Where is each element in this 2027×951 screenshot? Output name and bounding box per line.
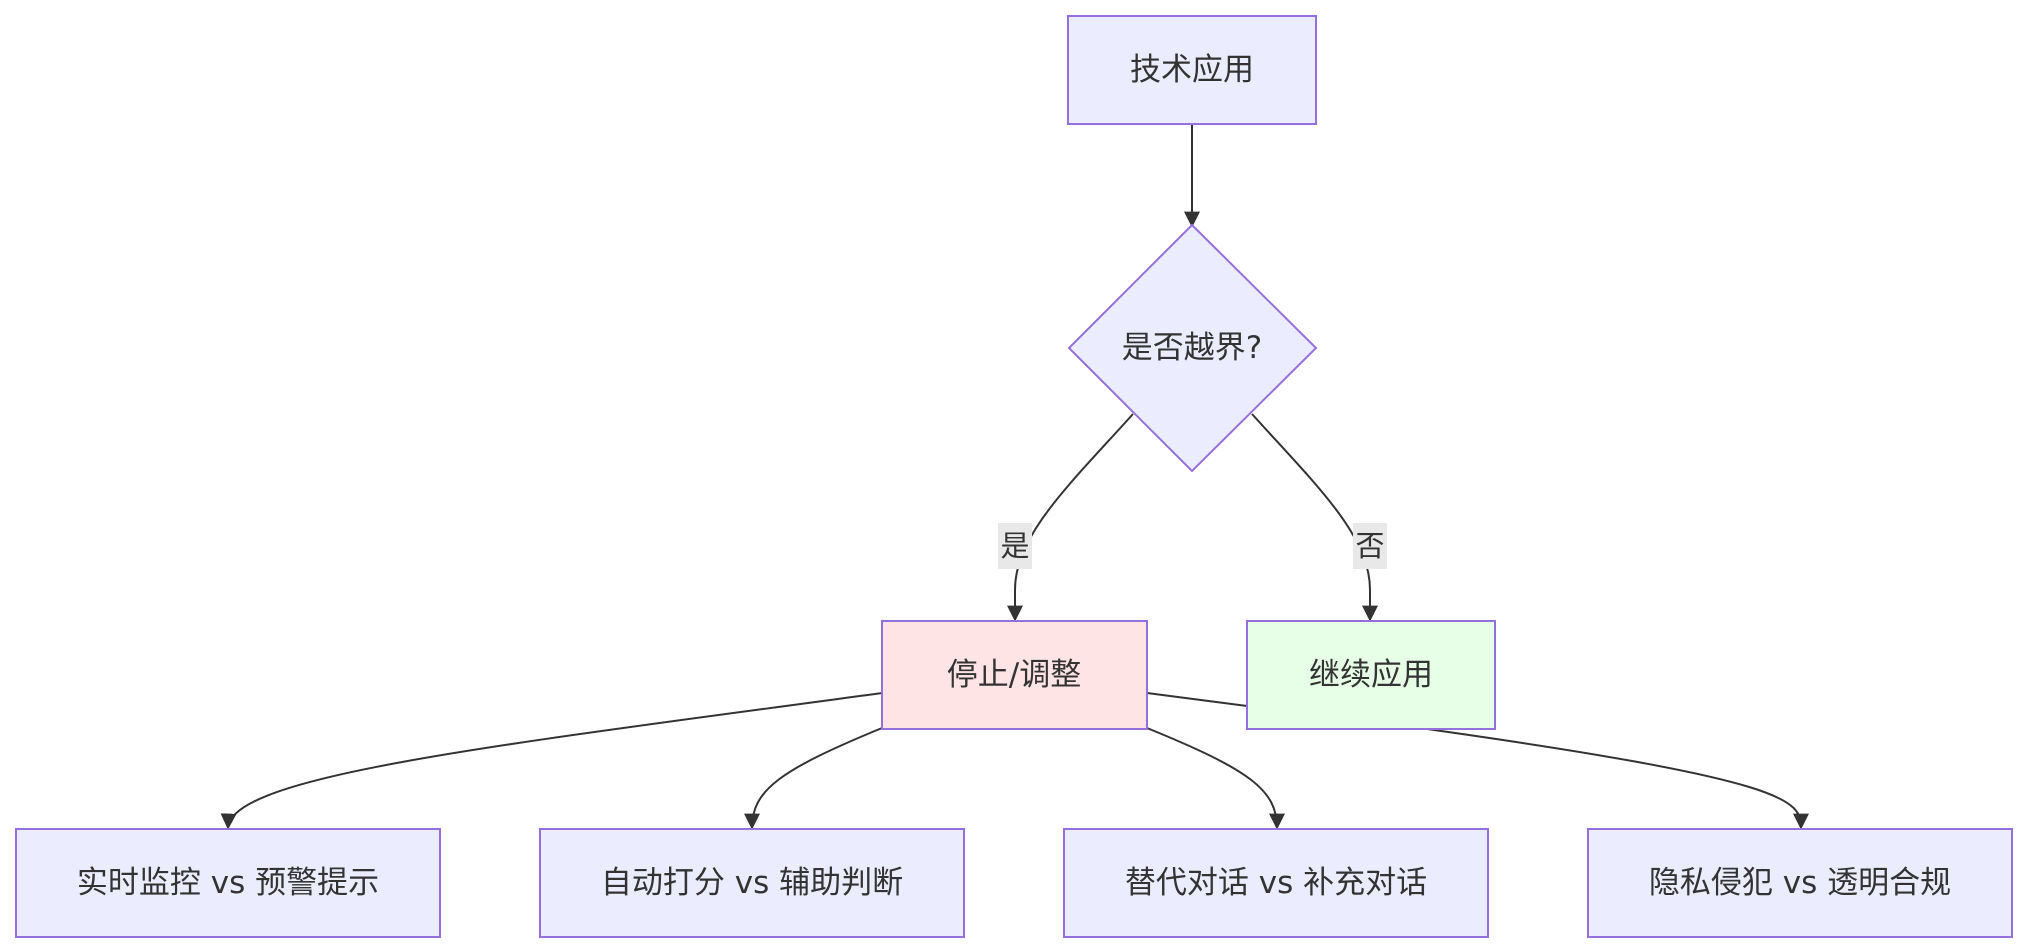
node-leaf-1-label: 实时监控 vs 预警提示 <box>77 865 379 901</box>
node-continue-application-label: 继续应用 <box>1309 657 1433 693</box>
edge-decision-yes <box>1007 413 1134 622</box>
edge-to-leaf-2 <box>744 727 883 830</box>
edges <box>220 125 1801 830</box>
node-leaf-2[interactable]: 自动打分 vs 辅助判断 <box>539 828 965 938</box>
edge-label-no: 否 <box>1353 523 1387 569</box>
node-over-boundary-decision[interactable]: 是否越界? <box>1067 223 1318 473</box>
node-leaf-3[interactable]: 替代对话 vs 补充对话 <box>1063 828 1489 938</box>
node-leaf-4[interactable]: 隐私侵犯 vs 透明合规 <box>1587 828 2013 938</box>
node-over-boundary-label: 是否越界? <box>1122 330 1262 366</box>
edge-to-leaf-3 <box>1146 727 1285 830</box>
node-leaf-3-label: 替代对话 vs 补充对话 <box>1125 865 1427 901</box>
edge-to-leaf-1 <box>220 692 883 830</box>
node-stop-adjust-label: 停止/调整 <box>947 657 1081 693</box>
node-continue-application[interactable]: 继续应用 <box>1246 620 1496 730</box>
edge-label-yes: 是 <box>998 523 1032 569</box>
edge-label-no-text: 否 <box>1355 529 1384 563</box>
node-leaf-2-label: 自动打分 vs 辅助判断 <box>601 865 903 901</box>
node-leaf-1[interactable]: 实时监控 vs 预警提示 <box>15 828 441 938</box>
edge-decision-no <box>1251 413 1378 622</box>
node-tech-application[interactable]: 技术应用 <box>1067 15 1317 125</box>
edge-to-leaf-4 <box>1146 692 1801 828</box>
edge-label-yes-text: 是 <box>1000 529 1029 563</box>
node-leaf-4-label: 隐私侵犯 vs 透明合规 <box>1649 865 1951 901</box>
node-tech-application-label: 技术应用 <box>1130 52 1254 88</box>
node-stop-adjust[interactable]: 停止/调整 <box>881 620 1148 730</box>
